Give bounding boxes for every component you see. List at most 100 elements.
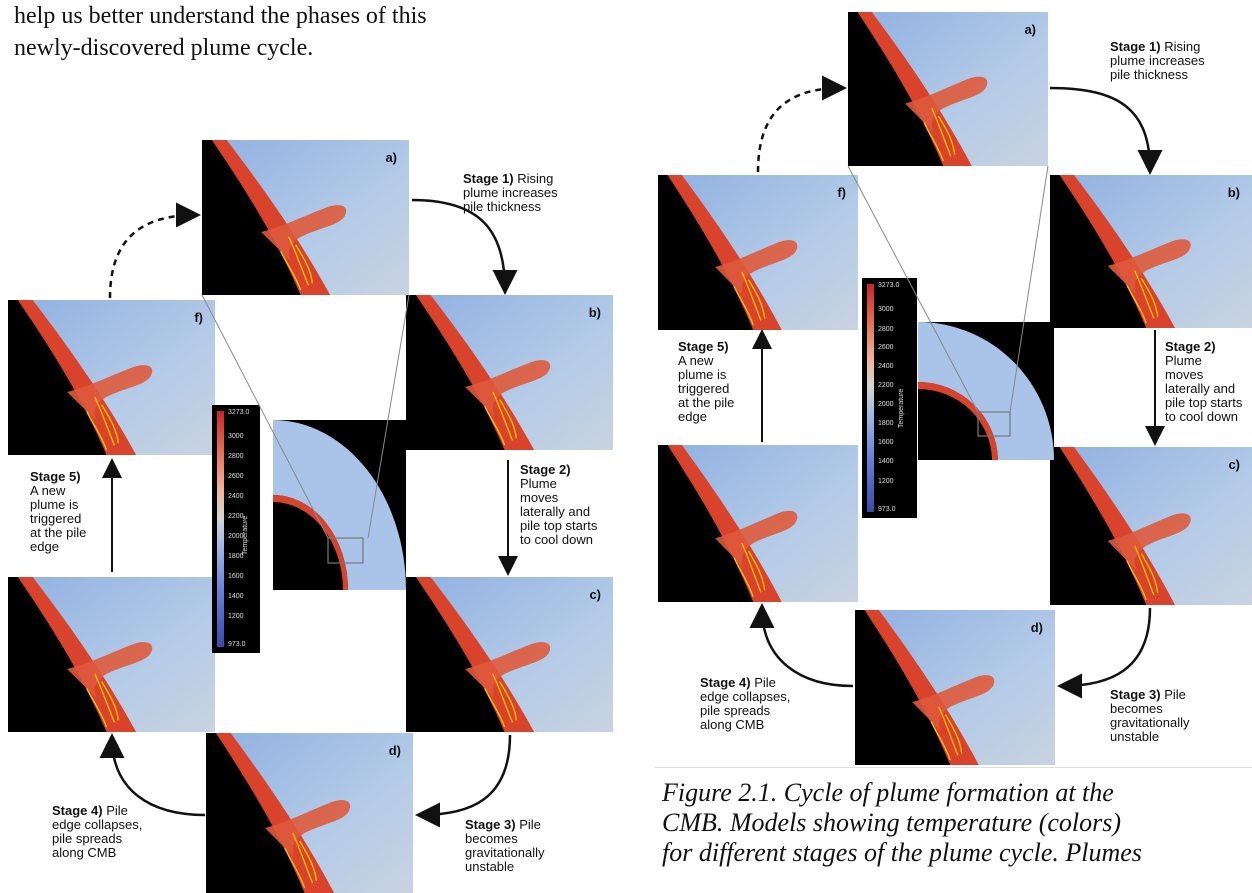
stage-3-text-3: gravitationally [1110, 715, 1190, 730]
stage-4-text-3: pile spreads [700, 703, 771, 718]
caption-line-2: CMB. Models showing temperature (colors) [662, 808, 1122, 837]
stage-1-text-3: pile thickness [1110, 67, 1189, 82]
stage-4-text-1: Pile [754, 675, 776, 690]
stage-3-text-1: Pile [519, 817, 541, 832]
panel-label-a: a) [1024, 22, 1036, 37]
stage-5-text-2: plume is [30, 497, 79, 512]
figure-caption: Figure 2.1. Cycle of plume formation at … [662, 778, 1250, 868]
panel-c-right: c) [1050, 447, 1252, 605]
stage-4-text-2: edge collapses, [700, 689, 791, 704]
panel-label-b: b) [588, 305, 601, 320]
tick-label: 3000 [878, 306, 894, 313]
arrow-c-to-d [415, 734, 512, 828]
colorbar-title: Temperature [898, 388, 905, 428]
tick-label: 1400 [228, 593, 244, 600]
panel-e-right [658, 445, 858, 602]
panel-label-f: f) [194, 310, 203, 325]
tick-label: 1400 [878, 458, 894, 465]
stage-3-bold: Stage 3) [1110, 687, 1161, 702]
tick-label: 1800 [228, 553, 244, 560]
panel-a-right: a) [848, 12, 1048, 166]
stage-4-text-1: Pile [106, 803, 128, 818]
stage-4-text-3: pile spreads [52, 831, 123, 846]
panel-label-c: c) [1228, 457, 1240, 472]
panel-e-left [8, 577, 215, 732]
stage-2-text-4: pile top starts [520, 518, 598, 533]
stage-2-text-3: laterally and [520, 504, 591, 519]
stage-2-text-2: moves [520, 490, 559, 505]
stage-5-text-1: A new [30, 483, 66, 498]
stage-4-label-right: Stage 4) Pile edge collapses, pile sprea… [700, 676, 790, 732]
stage-3-text-2: becomes [465, 831, 518, 846]
stage-2-label-left: Stage 2) Plume moves laterally and pile … [520, 463, 597, 547]
panel-label-b: b) [1227, 185, 1240, 200]
stage-4-label-left: Stage 4) Pile edge collapses, pile sprea… [52, 804, 142, 860]
tick-label: 3273.0 [228, 409, 250, 416]
intro-line-2: newly-discovered plume cycle. [14, 35, 314, 61]
tick-label: 3000 [228, 433, 244, 440]
tick-label: 1600 [228, 573, 244, 580]
stage-1-text-1: Rising [1164, 39, 1201, 54]
arrow-f-to-a [756, 75, 847, 173]
stage-5-text-1: A new [678, 353, 714, 368]
stage-1-label-left: Stage 1) Rising plume increases pile thi… [463, 172, 558, 214]
stage-3-label-right: Stage 3) Pile becomes gravitationally un… [1110, 688, 1190, 744]
stage-2-text-1: Plume [520, 476, 557, 491]
stage-1-bold: Stage 1) [463, 171, 514, 186]
tick-label: 2400 [878, 363, 894, 370]
stage-1-label-right: Stage 1) Rising plume increases pile thi… [1110, 40, 1205, 82]
figure-rule [655, 767, 1252, 768]
stage-2-text-5: to cool down [520, 532, 593, 547]
stage-3-text-1: Pile [1164, 687, 1186, 702]
tick-label: 2800 [878, 326, 894, 333]
tick-label: 1200 [878, 478, 894, 485]
panel-label-d: d) [388, 743, 401, 758]
panel-a-left: a) [202, 140, 409, 295]
stage-2-text-3: laterally and [1165, 381, 1236, 396]
stage-5-text-3: triggered [678, 381, 730, 396]
stage-5-text-3: triggered [30, 511, 82, 526]
stage-3-text-4: unstable [465, 859, 515, 874]
arrow-c-to-d [1057, 607, 1152, 699]
stage-4-text-2: edge collapses, [52, 817, 143, 832]
stage-2-text-1: Plume [1165, 353, 1202, 368]
stage-2-bold: Stage 2) [520, 462, 571, 477]
stage-5-text-4: at the pile [678, 395, 735, 410]
stage-1-text-2: plume increases [1110, 53, 1205, 68]
stage-4-text-4: along CMB [52, 845, 117, 860]
colorbar-gradient [867, 284, 874, 512]
arrow-f-to-a [108, 202, 201, 299]
stage-2-text-4: pile top starts [1165, 395, 1243, 410]
tick-label: 2600 [228, 473, 244, 480]
intro-text: help us better understand the phases of … [14, 0, 639, 64]
stage-5-label-left: Stage 5) A new plume is triggered at the… [30, 470, 86, 554]
stage-5-text-4: at the pile [30, 525, 87, 540]
stage-1-bold: Stage 1) [1110, 39, 1161, 54]
panel-f-right: f) [658, 175, 858, 330]
tick-label: 3273.0 [878, 282, 900, 289]
stage-2-text-2: moves [1165, 367, 1204, 382]
intro-line-1: help us better understand the phases of … [14, 3, 427, 29]
tick-label: 973.0 [878, 506, 896, 513]
tick-label: 2600 [878, 344, 894, 351]
colorbar-right: 3273.0 3000 2800 2600 2400 2200 2000 180… [862, 278, 917, 518]
stage-5-bold: Stage 5) [30, 469, 81, 484]
colorbar-gradient [217, 411, 224, 647]
stage-2-bold: Stage 2) [1165, 339, 1216, 354]
panel-b-left: b) [406, 295, 613, 450]
quarter-section-right [918, 322, 1054, 460]
stage-4-bold: Stage 4) [52, 803, 103, 818]
stage-2-text-5: to cool down [1165, 409, 1238, 424]
quarter-section-left [273, 420, 406, 590]
arrow-a-to-b [1049, 86, 1163, 175]
tick-label: 1600 [878, 439, 894, 446]
panel-f-left: f) [8, 300, 215, 455]
colorbar-left: 3273.0 3000 2800 2600 2400 2200 2000 180… [212, 405, 260, 653]
panel-b-right: b) [1050, 175, 1252, 328]
stage-1-text-2: plume increases [463, 185, 558, 200]
caption-line-1: Figure 2.1. Cycle of plume formation at … [662, 778, 1114, 807]
tick-label: 2400 [228, 493, 244, 500]
stage-1-text-3: pile thickness [463, 199, 542, 214]
panel-label-a: a) [385, 150, 397, 165]
panel-label-d: d) [1030, 620, 1043, 635]
